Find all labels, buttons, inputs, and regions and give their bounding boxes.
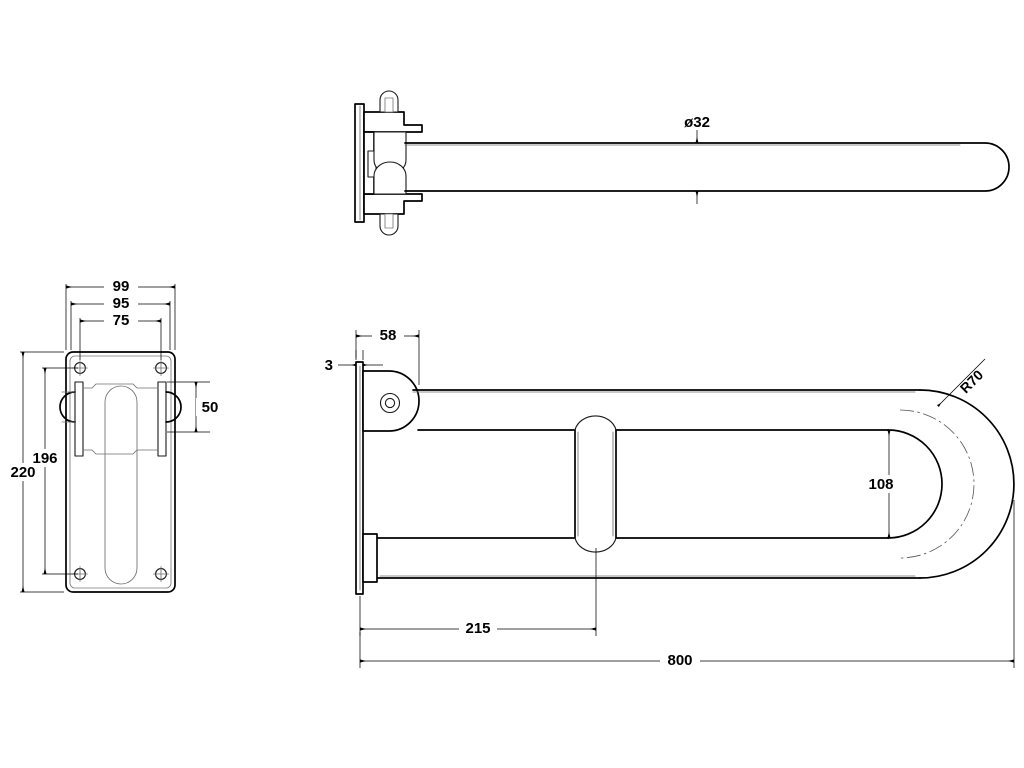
top-view-hinge-upper-flange: [363, 111, 423, 133]
dimension-label-800: 800: [667, 652, 692, 669]
side-view-center-post-bottom-cap: [574, 537, 617, 553]
dimension-label-215: 215: [465, 620, 490, 637]
dimension-75: 75: [79, 310, 162, 329]
dimension-58: 58: [355, 325, 420, 344]
pivot-bolt-hole: [384, 397, 396, 409]
side-view-group: 3 58 108 R70: [325, 325, 1015, 669]
top-view-lower-boss: [373, 161, 407, 195]
front-view-left-pivot-lug: [59, 391, 76, 423]
front-view-group: 99 95 75 220: [8, 276, 226, 593]
top-view-hinge-lower-flange: [363, 193, 423, 215]
side-view-u-bend-inner: [887, 429, 943, 539]
side-view-center-post-inner-lines: [577, 431, 614, 537]
dimension-label-196: 196: [32, 450, 57, 467]
side-view-u-bend-outer: [919, 389, 1015, 579]
dimension-label-108: 108: [868, 476, 893, 493]
dimension-label-3: 3: [325, 357, 333, 374]
dimension-50: 50: [194, 381, 226, 433]
dimension-label-58: 58: [380, 327, 397, 344]
dimension-label-99: 99: [113, 278, 130, 295]
dimension-label-50: 50: [202, 399, 219, 416]
side-view-lower-stub-collar: [362, 533, 378, 583]
side-view-wall-plate: [355, 361, 364, 595]
top-view-wall-plate: [354, 103, 365, 223]
dimension-95: 95: [70, 293, 171, 312]
top-view-group: ø32: [354, 90, 1010, 236]
front-view-right-pivot-lug: [165, 391, 182, 423]
top-view-upper-stud-core: [384, 97, 394, 113]
dimension-R70: R70: [936, 358, 987, 408]
front-view-arm-bottom-profile: [82, 449, 159, 455]
top-view-rail-tube: [404, 142, 1010, 192]
top-view-lower-stud-core: [384, 213, 394, 229]
front-view-plate-inner-edge: [69, 355, 172, 589]
front-view-arm-top-profile: [82, 383, 159, 389]
dimension-dia32: ø32: [684, 114, 710, 204]
dimension-215: 215: [359, 618, 597, 637]
dimension-label-220: 220: [10, 464, 35, 481]
fixing-hole-bottom-right: [153, 566, 169, 582]
dimension-196: 196: [30, 367, 62, 575]
front-view-rail-tube: [104, 385, 138, 585]
dimension-99: 99: [65, 276, 176, 295]
dimension-3: 3: [325, 357, 383, 374]
dimension-800: 800: [359, 650, 1015, 669]
dimension-label-95: 95: [113, 295, 130, 312]
front-view-housing-left-rail: [74, 381, 84, 457]
dimension-label-dia32: ø32: [684, 114, 710, 131]
dimension-108: 108: [861, 429, 901, 539]
fixing-hole-top-right: [153, 360, 169, 376]
dimension-220: 220: [8, 351, 40, 593]
dimension-label-75: 75: [113, 312, 130, 329]
dimension-label-R70: R70: [957, 367, 987, 397]
front-view-housing-right-rail: [157, 381, 167, 457]
side-view-u-bend-centerline: [899, 409, 975, 559]
side-view-pivot-bolt: [379, 392, 401, 414]
side-view-center-post-top-cap: [574, 415, 617, 431]
